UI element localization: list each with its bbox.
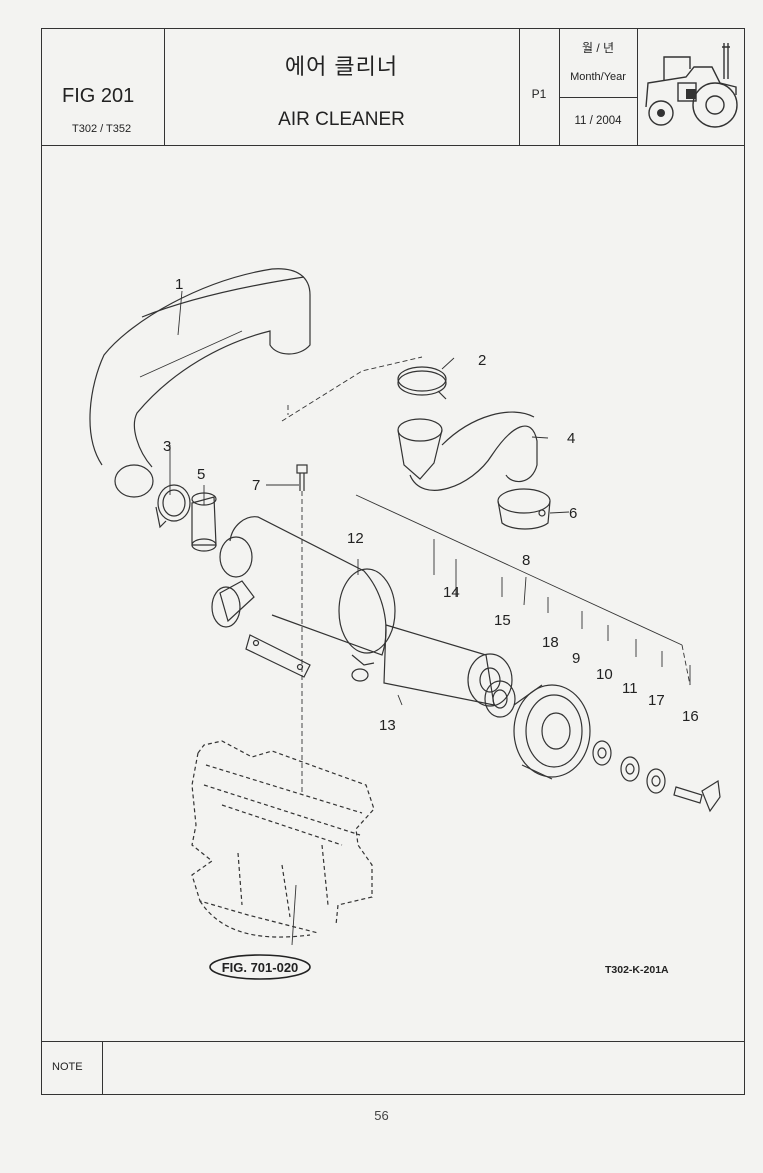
parts-sheet: FIG 201 T302 / T352 에어 클리너 AIR CLEANER P… xyxy=(41,28,745,1095)
callout-7: 7 xyxy=(252,477,260,494)
title-english: AIR CLEANER xyxy=(278,109,405,130)
callout-10: 10 xyxy=(596,666,613,683)
callout-2: 2 xyxy=(478,352,486,369)
figure-number: FIG 201 xyxy=(62,85,135,107)
clamp-part xyxy=(497,488,551,530)
callout-11: 11 xyxy=(622,680,638,697)
seal-ring-part xyxy=(484,680,516,718)
washer-hole xyxy=(597,747,607,759)
washer-part xyxy=(592,740,612,766)
revision-date: 11 / 2004 xyxy=(574,115,622,127)
callout-18: 18 xyxy=(542,634,559,651)
divider xyxy=(637,29,638,145)
callout-13: 13 xyxy=(379,717,396,734)
note-row: NOTE xyxy=(42,1041,744,1095)
washer-part xyxy=(646,768,666,794)
drawing-code: T302-K-201A xyxy=(605,964,669,976)
callout-5: 5 xyxy=(197,466,205,483)
callout-9: 9 xyxy=(572,650,580,667)
intake-hose-part xyxy=(89,268,311,498)
callout-4: 4 xyxy=(567,430,575,447)
air-cleaner-housing-part xyxy=(211,516,396,682)
wing-bolt-part xyxy=(673,779,721,813)
callout-1: 1 xyxy=(175,276,183,293)
header-block: FIG 201 T302 / T352 에어 클리너 AIR CLEANER P… xyxy=(42,29,744,146)
title-korean: 에어 클리너 xyxy=(284,54,399,79)
bolt-part xyxy=(296,464,308,491)
elbow-hose-part xyxy=(397,411,538,491)
note-label-cell: NOTE xyxy=(42,1042,103,1095)
washer-hole xyxy=(651,775,661,787)
hose-clamp-part xyxy=(155,484,191,529)
divider xyxy=(560,97,637,98)
figure-reference: FIG. 701-020 xyxy=(209,954,311,980)
callout-17: 17 xyxy=(648,692,665,709)
callout-15: 15 xyxy=(494,612,511,629)
page-code: P1 xyxy=(531,87,547,101)
washer-part xyxy=(620,756,640,782)
divider xyxy=(559,29,560,145)
callout-14: 14 xyxy=(443,584,460,601)
clamp-part xyxy=(397,366,447,400)
end-cover-part xyxy=(513,684,591,780)
callout-12: 12 xyxy=(347,530,364,547)
page-number: 56 xyxy=(374,1108,389,1123)
callout-3: 3 xyxy=(163,438,171,455)
callout-16: 16 xyxy=(682,708,699,725)
month-year-korean: 월 / 년 xyxy=(581,41,615,55)
callout-8: 8 xyxy=(522,552,530,569)
frame-assembly xyxy=(191,740,375,938)
divider xyxy=(519,29,520,145)
model-numbers: T302 / T352 xyxy=(72,123,132,135)
note-label: NOTE xyxy=(52,1061,83,1073)
tractor-icon xyxy=(645,43,738,128)
figure-reference-label: FIG. 701-020 xyxy=(222,960,299,975)
callout-6: 6 xyxy=(569,505,577,522)
filter-element-part xyxy=(383,624,513,707)
divider xyxy=(164,29,165,145)
exploded-parts-diagram: 1 2 3 4 5 6 7 8 9 10 11 12 13 14 15 16 1… xyxy=(89,268,721,980)
washer-hole xyxy=(625,763,635,775)
month-year-label: Month/Year xyxy=(570,71,626,83)
